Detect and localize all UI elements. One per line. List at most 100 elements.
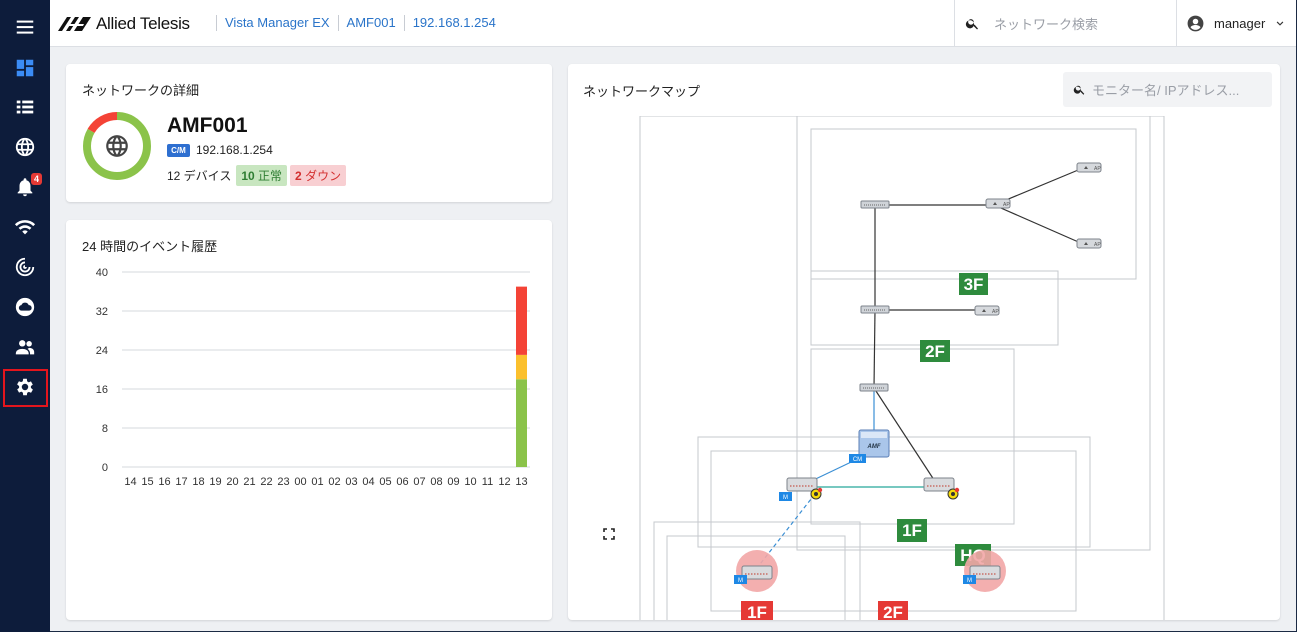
x-tick-label: 04: [362, 476, 374, 488]
access-point-node[interactable]: AP: [985, 198, 1011, 209]
switch-node[interactable]: [859, 383, 889, 392]
breadcrumb-ip[interactable]: 192.168.1.254: [403, 15, 504, 31]
switch-node-down[interactable]: M: [734, 550, 778, 592]
floor-label-3f[interactable]: [959, 273, 988, 295]
svg-text:AP: AP: [1094, 242, 1101, 248]
x-tick-label: 03: [345, 476, 357, 488]
x-tick-label: 21: [243, 476, 255, 488]
x-tick-label: 10: [464, 476, 476, 488]
x-tick-label: 15: [141, 476, 153, 488]
dashboard-icon[interactable]: [0, 49, 50, 87]
people-icon[interactable]: [0, 328, 50, 366]
bar-segment: [516, 379, 527, 467]
x-tick-label: 20: [226, 476, 238, 488]
wifi-icon[interactable]: [0, 208, 50, 246]
y-tick-label: 24: [96, 345, 108, 357]
svg-text:M: M: [738, 578, 743, 584]
chevron-down-icon: [1276, 21, 1284, 26]
cloud-icon[interactable]: [0, 288, 50, 326]
network-ip: 192.168.1.254: [196, 143, 273, 157]
floor-label-1f[interactable]: [897, 519, 927, 542]
down-count-badge[interactable]: 2 ダウン: [290, 165, 347, 186]
brand-logo[interactable]: Allied Telesis: [58, 14, 190, 34]
card-title: 24 時間のイベント履歴: [82, 239, 218, 254]
floor-label-2f-down[interactable]: [878, 601, 908, 620]
fullscreen-icon: [603, 528, 615, 540]
fullscreen-button[interactable]: [585, 516, 633, 552]
svg-text:AP: AP: [992, 309, 999, 315]
breadcrumb: Vista Manager EX AMF001 192.168.1.254: [216, 15, 504, 31]
radar-icon[interactable]: [0, 248, 50, 286]
switch-node[interactable]: [860, 200, 890, 209]
switch-node-warning[interactable]: [923, 477, 960, 500]
area-box-3f-lower: [810, 270, 1059, 346]
selected-item-highlight: [3, 369, 48, 407]
floor-label-2f-text: 2F: [925, 342, 945, 361]
search-icon: [1073, 85, 1085, 95]
user-menu[interactable]: manager: [1176, 0, 1296, 47]
svg-text:AP: AP: [1094, 166, 1101, 172]
area-box-outer: [639, 116, 1165, 620]
globe-icon: [106, 135, 128, 157]
y-tick-label: 16: [96, 384, 108, 396]
amf-controller-node[interactable]: AMF CM: [849, 429, 890, 463]
network-search-input[interactable]: ネットワーク検索: [954, 0, 1176, 47]
gear-icon[interactable]: [0, 368, 50, 406]
area-box-building: [796, 116, 1151, 551]
x-tick-label: 07: [413, 476, 425, 488]
x-tick-label: 22: [260, 476, 272, 488]
floor-label-1f-down-text: 1F: [747, 603, 767, 620]
breadcrumb-network[interactable]: AMF001: [337, 15, 404, 31]
svg-text:CM: CM: [853, 457, 862, 463]
alert-count-badge: 4: [31, 173, 43, 185]
y-tick-label: 40: [96, 267, 108, 279]
status-ring: [83, 112, 151, 180]
access-point-node[interactable]: AP: [974, 305, 1000, 316]
search-icon: [965, 19, 978, 30]
card-title: ネットワークマップ: [583, 84, 701, 99]
account-circle-icon: [1187, 15, 1204, 32]
globe-icon[interactable]: [0, 128, 50, 166]
switch-node[interactable]: [860, 305, 890, 314]
area-box-1f-c: [666, 535, 846, 620]
allied-telesis-logo-icon: [58, 17, 91, 31]
svg-text:AP: AP: [1003, 202, 1010, 208]
map-search-placeholder: モニター名/ IPアドレス...: [1092, 83, 1240, 98]
x-tick-label: 18: [192, 476, 204, 488]
switch-node-warning[interactable]: M: [779, 477, 823, 501]
breadcrumb-product[interactable]: Vista Manager EX: [216, 15, 338, 31]
access-point-node[interactable]: AP: [1076, 162, 1102, 173]
network-map-card: ネットワークマップ モニター名/ IPアドレス...: [568, 64, 1280, 620]
bell-icon[interactable]: 4: [0, 168, 50, 206]
map-links: [756, 167, 1084, 569]
network-map-canvas[interactable]: 3F 2F 1F HQ 1F 2F AP: [568, 116, 1280, 620]
area-box-1f-b: [653, 521, 861, 620]
user-name: manager: [1214, 16, 1266, 31]
x-tick-label: 16: [158, 476, 170, 488]
area-box-1f: [697, 436, 1091, 548]
svg-text:AMF: AMF: [867, 444, 881, 450]
sidebar: 4: [0, 0, 50, 632]
x-tick-label: 00: [294, 476, 306, 488]
map-search-input[interactable]: モニター名/ IPアドレス...: [1063, 72, 1272, 107]
x-tick-label: 14: [124, 476, 136, 488]
y-tick-label: 32: [96, 306, 108, 318]
x-tick-label: 02: [328, 476, 340, 488]
switch-node-down[interactable]: M: [963, 550, 1006, 592]
x-tick-label: 11: [482, 476, 493, 488]
floor-labels: 3F 2F 1F HQ 1F 2F: [741, 273, 991, 620]
y-tick-label: 8: [102, 423, 108, 435]
floor-label-2f[interactable]: [920, 340, 950, 362]
x-tick-label: 12: [498, 476, 510, 488]
floor-label-1f-text: 1F: [902, 521, 922, 540]
y-tick-label: 0: [102, 462, 108, 474]
ok-count-badge[interactable]: 10 正常: [236, 165, 288, 186]
card-title: ネットワークの詳細: [82, 83, 200, 98]
menu-icon[interactable]: [0, 8, 50, 46]
device-count: 12 デバイス: [167, 169, 232, 183]
access-point-node[interactable]: AP: [1076, 238, 1102, 249]
list-icon[interactable]: [0, 88, 50, 126]
svg-text:M: M: [783, 495, 788, 501]
floor-label-1f-down[interactable]: [741, 601, 773, 620]
